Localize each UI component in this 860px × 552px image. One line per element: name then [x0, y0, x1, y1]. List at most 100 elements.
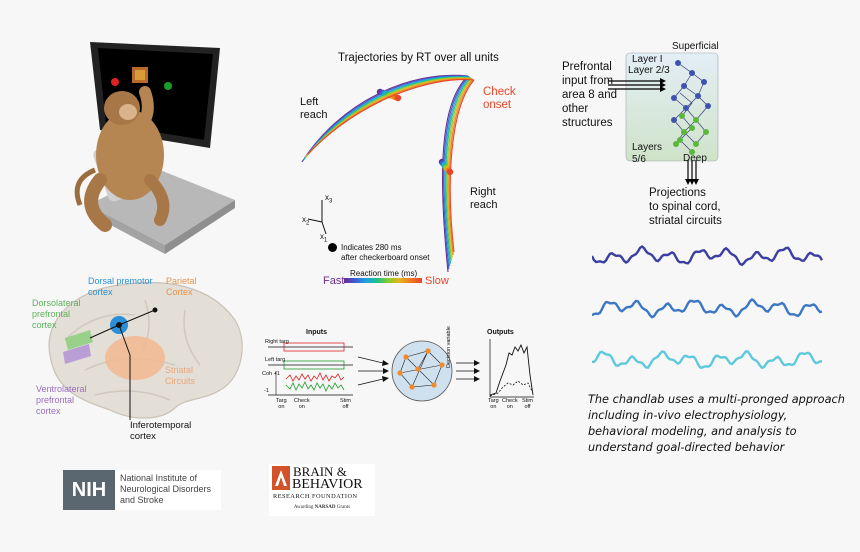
right-reach-trajectory	[449, 79, 475, 253]
left-reach-label-1: Left	[300, 96, 319, 108]
projections-label-2: to spinal cord,	[649, 201, 721, 213]
x-targ-2: on	[278, 404, 285, 410]
bbrf-line1: BRAIN &	[293, 464, 347, 479]
out-x-stim-1: Stim	[522, 398, 533, 404]
out-x-targ-1: Targ	[488, 398, 499, 404]
network-model-diagram	[268, 339, 534, 402]
projections-label-3: striatal circuits	[649, 215, 722, 227]
green-target	[164, 82, 172, 90]
deep-label: Deep	[683, 153, 707, 164]
slow-label: Slow	[425, 275, 449, 287]
nih-name-2: Neurological Disorders	[120, 484, 212, 494]
axis-x3-sub: 3	[329, 198, 333, 205]
trajectory-plot	[301, 74, 475, 273]
decision-variable-label: Decision variable	[446, 326, 452, 368]
left-reach-label-2: reach	[300, 109, 328, 121]
axis-x2: x	[302, 215, 306, 224]
cortical-column-diagram	[608, 52, 719, 185]
bbrf-line3: RESEARCH FOUNDATION	[273, 493, 358, 500]
striatal-label-2: Circuits	[165, 376, 196, 386]
premotor-label-1: Dorsal premotor	[88, 276, 153, 286]
input-label-4: other	[562, 103, 589, 115]
out-x-stim-2: off	[524, 404, 531, 410]
trajectories-title: Trajectories by RT over all units	[338, 52, 499, 64]
bbrf-logo: BRAIN & BEHAVIOR RESEARCH FOUNDATION Awa…	[269, 464, 375, 516]
nih-mark: NIH	[63, 470, 115, 510]
striatal-region	[105, 336, 165, 380]
vlpfc-label-2: prefrontal	[36, 395, 75, 405]
input-label-3: area 8 and	[562, 89, 617, 101]
wave-trace	[592, 245, 824, 267]
fast-label: Fast	[323, 275, 345, 287]
dlpfc-label-2: prefrontal	[32, 309, 71, 319]
left-targ-label: Left targ	[265, 357, 286, 363]
axis-x3: x	[325, 193, 329, 202]
right-reach-trajectory	[446, 77, 472, 261]
right-reach-label-1: Right	[470, 186, 496, 198]
axis-x2-sub: 2	[306, 220, 310, 227]
right-reach-trajectory	[445, 77, 471, 264]
reaction-time-colorbar	[344, 278, 422, 283]
lab-caption: The chandlab uses a multi-pronged approa…	[588, 393, 845, 454]
x-check-2: on	[298, 404, 305, 410]
right-targ-label: Right targ	[265, 339, 289, 345]
axis-x1: x	[320, 232, 324, 241]
coh-label: Coh	[262, 371, 273, 377]
vlpfc-label-1: Ventrolateral	[36, 384, 87, 394]
x-check-1: Check	[294, 398, 310, 404]
dlpfc-label-1: Dorsolateral	[32, 298, 81, 308]
vlpfc-region	[63, 344, 91, 364]
bbrf-tagline-bold: NARSAD	[314, 505, 336, 510]
bbrf-tagline-pre: Awarding	[293, 505, 315, 510]
input-label-5: structures	[562, 117, 613, 129]
check-onset-label-2: onset	[483, 99, 512, 111]
axis-x1-sub: 1	[324, 237, 328, 244]
out-x-targ-2: on	[490, 404, 497, 410]
left-reach-trajectory	[307, 79, 475, 155]
right-reach-trajectory	[444, 76, 471, 267]
legend-dot-icon	[328, 243, 337, 252]
superficial-label: Superficial	[672, 41, 719, 52]
legend-dot-text-1: Indicates 280 ms	[341, 243, 402, 252]
premotor-label-2: cortex	[88, 287, 113, 297]
x-stim-2: off	[342, 404, 349, 410]
projections-label-1: Projections	[649, 187, 706, 199]
rt-marker-dot	[394, 94, 402, 102]
input-label-2: input from	[562, 75, 614, 87]
right-reach-trajectory	[447, 78, 473, 258]
coh-plus1: +1	[273, 371, 280, 377]
rt-marker-dot	[446, 168, 454, 176]
bbrf-line2: BEHAVIOR	[292, 477, 363, 492]
inferotemporal-label-1: Inferotemporal	[130, 420, 192, 431]
dlpfc-region	[65, 330, 93, 350]
bbrf-tagline-post: Grants	[335, 505, 351, 510]
layer-56-label-2: 5/6	[632, 154, 646, 165]
right-reach-trajectory	[443, 76, 470, 270]
legend-dot-text-2: after checkerboard onset	[341, 253, 430, 262]
dlpfc-label-3: cortex	[32, 320, 57, 330]
red-target	[111, 78, 119, 86]
coh-minus1: -1	[264, 388, 269, 394]
monkey-illustration	[74, 42, 235, 254]
right-reach-trajectory	[441, 75, 469, 273]
nih-name-1: National Institute of	[120, 473, 198, 483]
brain-illustration	[48, 281, 243, 420]
colorbar-label: Reaction time (ms)	[350, 269, 418, 278]
electrophysiology-waves	[592, 245, 824, 370]
wave-trace	[592, 350, 823, 370]
layer-23-label: Layer 2/3	[628, 65, 670, 76]
out-x-check-1: Check	[502, 398, 518, 404]
outputs-title: Outputs	[487, 329, 514, 336]
nih-logo: NIH National Institute of Neurological D…	[63, 470, 221, 510]
layer-1-label: Layer I	[632, 54, 663, 65]
input-label-1: Prefrontal	[562, 61, 612, 73]
wave-trace	[592, 298, 823, 319]
parietal-label-1: Parietal	[166, 276, 197, 286]
x-targ-1: Targ	[276, 398, 287, 404]
bbrf-emblem-icon	[272, 466, 290, 490]
vlpfc-label-3: cortex	[36, 406, 61, 416]
right-reach-trajectory	[448, 79, 474, 255]
inferotemporal-label-2: cortex	[130, 431, 156, 442]
out-x-check-2: on	[506, 404, 513, 410]
right-reach-label-2: reach	[470, 199, 498, 211]
